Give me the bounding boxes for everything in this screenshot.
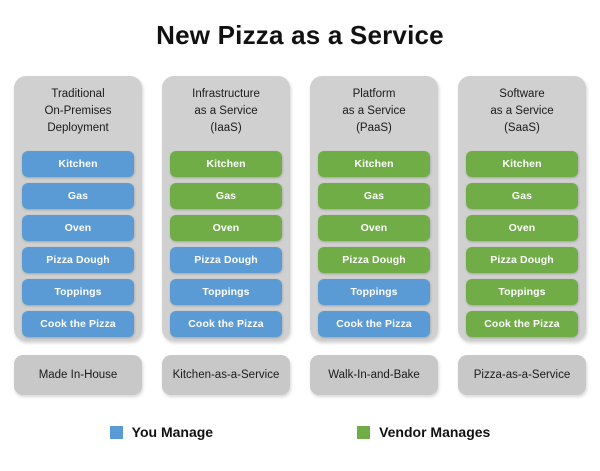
service-panel-header-line: On-Premises: [44, 105, 112, 117]
service-item: Pizza Dough: [170, 247, 282, 273]
service-item: Oven: [22, 215, 134, 241]
legend-label: Vendor Manages: [379, 424, 491, 440]
service-item: Toppings: [318, 279, 430, 305]
legend-entry: You Manage: [109, 424, 214, 440]
service-panel-header-line: Deployment: [47, 122, 109, 134]
legend-swatch-icon: [109, 425, 123, 439]
service-panel-header-line: (SaaS): [504, 122, 540, 134]
service-item: Cook the Pizza: [466, 311, 578, 337]
service-item: Kitchen: [22, 151, 134, 177]
page-title: New Pizza as a Service: [156, 20, 444, 50]
service-item: Gas: [22, 183, 134, 209]
legend-entry: Vendor Manages: [357, 424, 490, 440]
service-panel-header-line: as a Service: [490, 105, 554, 117]
service-item: Oven: [318, 215, 430, 241]
service-panel-header-line: Platform: [352, 88, 396, 100]
service-panel-header-line: Traditional: [51, 88, 105, 100]
service-item: Oven: [170, 215, 282, 241]
service-item: Gas: [170, 183, 282, 209]
service-item: Toppings: [170, 279, 282, 305]
legend-label: You Manage: [131, 424, 214, 440]
service-item: Oven: [466, 215, 578, 241]
service-item: Toppings: [466, 279, 578, 305]
legend: You Manage Vendor Manages: [0, 424, 600, 440]
service-item: Toppings: [22, 279, 134, 305]
service-footer-label: Made In-House: [14, 355, 142, 395]
service-item: Gas: [318, 183, 430, 209]
service-footer-label: Walk-In-and-Bake: [310, 355, 438, 395]
service-item: Pizza Dough: [22, 247, 134, 273]
service-panel-header-line: Software: [499, 88, 545, 100]
service-panel-header-line: (IaaS): [210, 122, 242, 134]
service-footer-label: Pizza-as-a-Service: [458, 355, 586, 395]
service-item: Cook the Pizza: [170, 311, 282, 337]
service-panel-header-line: as a Service: [194, 105, 258, 117]
service-item: Cook the Pizza: [318, 311, 430, 337]
legend-swatch-icon: [357, 425, 371, 439]
service-footer-label: Kitchen-as-a-Service: [162, 355, 290, 395]
service-panel-header: Software as a Service (SaaS): [466, 85, 578, 149]
service-panel-header-line: Infrastructure: [192, 88, 260, 100]
service-item: Gas: [466, 183, 578, 209]
service-item: Kitchen: [170, 151, 282, 177]
service-panel-header: Platform as a Service (PaaS): [318, 85, 430, 149]
service-item: Kitchen: [466, 151, 578, 177]
service-panel-header-line: as a Service: [342, 105, 406, 117]
service-item: Pizza Dough: [466, 247, 578, 273]
service-item: Kitchen: [318, 151, 430, 177]
service-item: Cook the Pizza: [22, 311, 134, 337]
service-panel-header-line: (PaaS): [356, 122, 392, 134]
service-item: Pizza Dough: [318, 247, 430, 273]
service-panel-header: Infrastructure as a Service (IaaS): [170, 85, 282, 149]
